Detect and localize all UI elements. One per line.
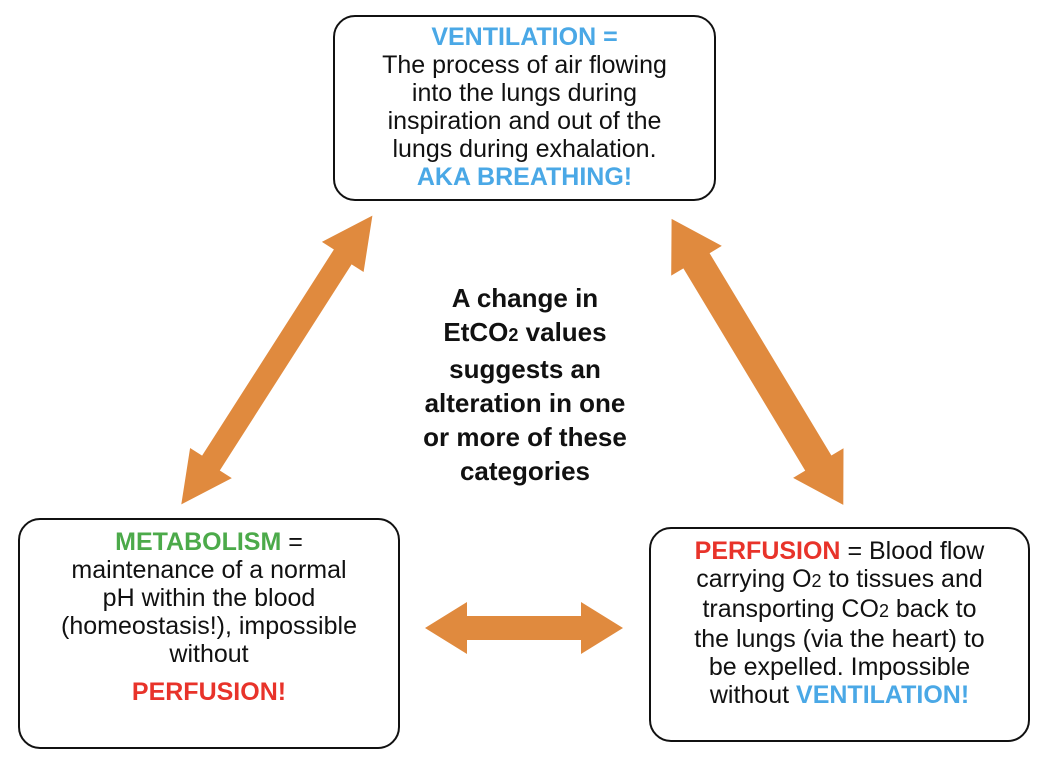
center-values: values <box>518 317 607 347</box>
ventilation-line-2: into the lungs during <box>411 79 638 107</box>
metabolism-line-3: (homeostasis!), impossible <box>61 612 357 640</box>
ventilation-line-4: lungs during exhalation. <box>392 135 657 163</box>
metabolism-line-4: without <box>169 640 249 668</box>
center-line-1: A change in <box>451 283 599 313</box>
center-line-2: EtCO2 values <box>390 315 660 352</box>
center-line-5: or more of these <box>423 422 627 452</box>
ventilation-box: VENTILATION = The process of air flowing… <box>333 15 716 201</box>
center-line-4: alteration in one <box>424 388 626 418</box>
perfusion-title-suffix: = Blood flow <box>840 537 985 565</box>
metabolism-box: METABOLISM = maintenance of a normal pH … <box>18 518 400 749</box>
metabolism-title-line: METABOLISM = <box>20 528 398 556</box>
perfusion-title-line: PERFUSION = Blood flow <box>651 537 1028 565</box>
center-line-3: suggests an <box>449 354 601 384</box>
perfusion-line-2: carrying O2 to tissues and <box>651 565 1028 595</box>
perfusion-line-3-sub: 2 <box>878 601 889 621</box>
ventilation-aka: AKA BREATHING! <box>416 163 633 191</box>
metabolism-line-2: pH within the blood <box>102 584 316 612</box>
center-line-6: categories <box>459 456 591 486</box>
perfusion-line-6-pre: without <box>709 681 797 709</box>
perfusion-line-2-post: to tissues and <box>821 565 983 593</box>
center-caption: A change in EtCO2 values suggests an alt… <box>390 281 660 488</box>
perfusion-line-3: transporting CO2 back to <box>651 595 1028 625</box>
perfusion-line-5: be expelled. Impossible <box>708 653 971 681</box>
arrow-left-diagonal <box>181 215 373 505</box>
perfusion-line-2-sub: 2 <box>811 571 822 591</box>
perfusion-line-6: without VENTILATION! <box>651 681 1028 709</box>
perfusion-box: PERFUSION = Blood flow carrying O2 to ti… <box>649 527 1030 742</box>
metabolism-title: METABOLISM <box>115 528 282 556</box>
perfusion-line-3-pre: transporting CO <box>702 595 879 623</box>
ventilation-line-1: The process of air flowing <box>382 51 667 79</box>
center-etco-sub: 2 <box>508 325 519 345</box>
ventilation-line-3: inspiration and out of the <box>387 107 662 135</box>
perfusion-line-6-emph: VENTILATION! <box>796 681 970 709</box>
metabolism-footer: PERFUSION! <box>131 678 287 706</box>
perfusion-line-4: the lungs (via the heart) to <box>694 625 985 653</box>
metabolism-title-suffix: = <box>281 528 303 556</box>
center-etco: EtCO <box>443 317 509 347</box>
perfusion-line-3-post: back to <box>888 595 977 623</box>
perfusion-title: PERFUSION <box>694 537 841 565</box>
perfusion-line-2-pre: carrying O <box>696 565 812 593</box>
ventilation-title: VENTILATION = <box>431 23 618 51</box>
metabolism-line-1: maintenance of a normal <box>71 556 347 584</box>
arrow-horizontal <box>425 602 623 654</box>
arrow-right-diagonal <box>671 218 844 505</box>
